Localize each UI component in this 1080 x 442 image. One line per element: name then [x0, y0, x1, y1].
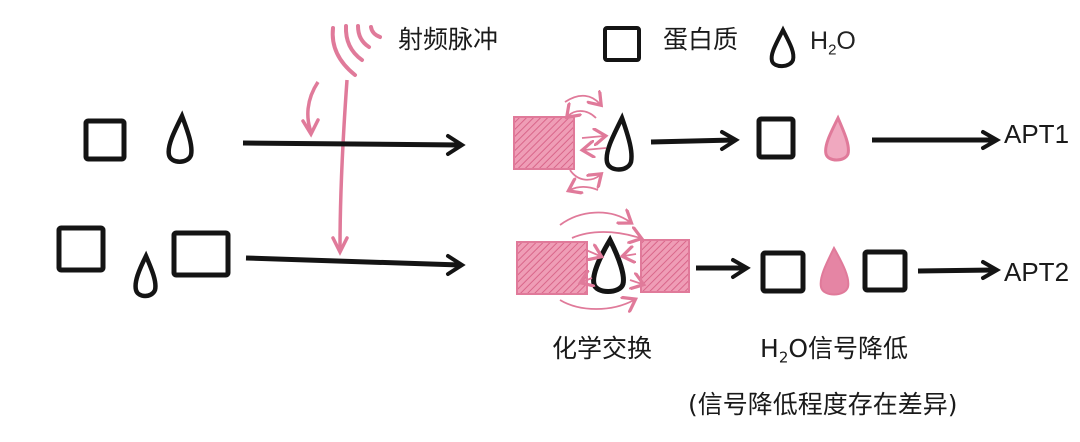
legend-water-drop-icon [769, 25, 796, 69]
exchange-arrows-icon [564, 96, 606, 190]
saturated-protein-icon [516, 241, 588, 295]
signal-reduction-caption: H2O信号降低 [760, 334, 909, 367]
legend-protein-icon [603, 26, 641, 62]
output-label-apt2: APT2 [1004, 257, 1070, 287]
arrow-row1-mid [650, 137, 735, 145]
chemical-exchange-caption: 化学交换 [552, 334, 653, 363]
saturated-protein-icon [640, 239, 690, 293]
output-label-apt1: APT1 [1004, 119, 1070, 149]
water-drop-icon [604, 112, 634, 172]
pink-water-drop-icon [824, 114, 850, 162]
arrow-row1-main [242, 140, 461, 148]
protein-icon [756, 116, 796, 160]
arrow-row2-out [917, 267, 995, 274]
rf-arrow-row2 [338, 79, 349, 249]
protein-icon [83, 118, 127, 162]
protein-icon [862, 249, 908, 293]
protein-icon [760, 250, 806, 294]
water-drop-icon [591, 234, 626, 294]
rf-arrow-row1 [306, 81, 320, 133]
water-legend-label: H2O [810, 27, 856, 59]
water-drop-icon [133, 250, 158, 299]
protein-legend-label: 蛋白质 [663, 25, 739, 54]
pink-water-drop-icon [819, 245, 850, 296]
saturated-protein-icon [513, 116, 575, 170]
exchange-arrows-icon [559, 213, 642, 309]
rf-pulse-icon [330, 24, 382, 77]
rf-pulse-label: 射频脉冲 [398, 25, 499, 54]
arrow-row2-main [245, 255, 461, 268]
protein-icon [56, 225, 106, 273]
water-drop-icon [166, 110, 194, 164]
protein-icon [171, 230, 231, 278]
difference-note: (信号降低程度存在差异) [688, 390, 958, 419]
